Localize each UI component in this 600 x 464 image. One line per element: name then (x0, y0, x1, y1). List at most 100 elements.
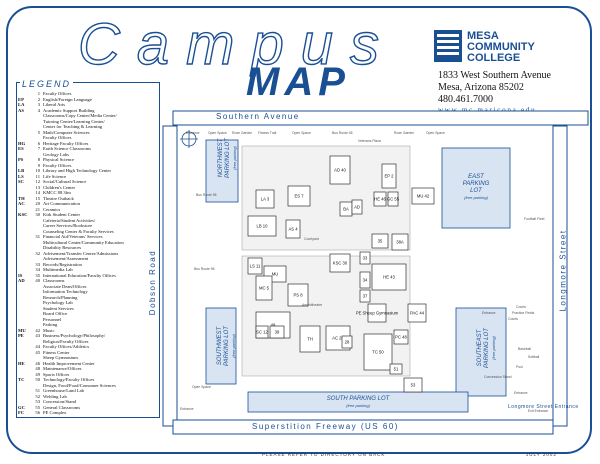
legend-number: 6 (37, 140, 40, 146)
building[interactable] (329, 155, 351, 185)
building[interactable] (367, 303, 387, 323)
building-label: 51 (394, 367, 399, 372)
legend-row: Research/Planning (18, 295, 160, 301)
building-label: HE 43 (383, 275, 395, 280)
map-label: Rose Garden (232, 131, 252, 135)
logo-mark-icon (434, 30, 462, 62)
legend-text: Greenhouse/Land Lab (43, 388, 84, 393)
building[interactable] (371, 263, 407, 291)
map-label: Open Space (426, 131, 445, 135)
legend-row: Board Office (18, 311, 160, 317)
building[interactable] (363, 333, 393, 371)
legend-text: Earth Science Classrooms (43, 146, 91, 151)
title-campus: Campus (77, 12, 396, 77)
east-parking-lot[interactable] (441, 147, 511, 229)
building[interactable] (387, 191, 399, 207)
building[interactable] (247, 257, 263, 275)
building[interactable] (351, 199, 363, 215)
footer-date: JULY 2002 (526, 452, 557, 457)
building[interactable] (255, 275, 273, 301)
parking-label-line: (free parking) (232, 145, 237, 169)
building[interactable] (359, 289, 371, 303)
building[interactable] (359, 271, 371, 289)
map-label: Veterans Plaza (358, 139, 381, 143)
building[interactable] (247, 215, 277, 237)
legend-row: Disability Resources (18, 245, 160, 251)
legend-text: Design, Food/Food/Consumer Sciences (43, 382, 116, 388)
legend-text: Associate Dean/Offices (43, 283, 87, 289)
parking-label-line: (free parking) (464, 195, 488, 200)
building[interactable] (407, 303, 427, 323)
building[interactable] (403, 377, 423, 393)
south-parking-lot[interactable] (247, 391, 469, 413)
building[interactable] (373, 191, 387, 207)
legend-text: Physical Science (43, 157, 74, 162)
building[interactable] (287, 283, 309, 307)
legend-code: LA (18, 102, 25, 107)
longmore-street-label: Longmore Street (558, 229, 568, 312)
parking-label-line: PARKING LOT (484, 327, 490, 368)
building[interactable] (389, 363, 403, 375)
building-label: AD (354, 205, 360, 210)
parking-label-line: SOUTHEAST (477, 328, 483, 366)
building-label: EP 2 (384, 174, 394, 179)
map-label: Open Space (192, 385, 211, 389)
building[interactable] (255, 189, 275, 209)
southern-avenue-road (172, 110, 589, 126)
building[interactable] (371, 233, 389, 249)
legend-text: Kirk Student Center (43, 212, 80, 217)
building-label: ES 7 (294, 194, 304, 199)
legend-code: EP (18, 96, 24, 102)
legend-number: 20 (35, 201, 40, 206)
map-label: Exit Entrance (528, 409, 548, 413)
legend-text: Technology/Faculty Offices (43, 377, 95, 382)
legend-code: TC (18, 377, 25, 382)
map-label: Entrance (186, 131, 200, 135)
building[interactable] (269, 325, 285, 339)
footer-note: PLEASE REFER TO DIRECTORY ON BACK (262, 452, 386, 457)
building[interactable] (285, 219, 301, 239)
building[interactable] (359, 251, 371, 265)
legend-number: 5 (37, 129, 40, 135)
building-label: SC 12 (256, 330, 268, 335)
building[interactable] (287, 185, 311, 207)
legend-number: 15 (35, 195, 40, 201)
legend-number: 34 (35, 267, 40, 272)
legend-code: PE (18, 333, 24, 338)
legend-code: AD (18, 278, 25, 283)
legend-text: Math/Computer Sciences (43, 129, 90, 135)
southwest-parking-lot[interactable] (205, 307, 237, 385)
legend-code: PS (18, 157, 24, 162)
building[interactable] (299, 325, 321, 353)
southern-avenue-label: Southern Avenue (216, 112, 300, 121)
legend-text: Life Science (43, 173, 67, 179)
legend-text: Faculty Offices (43, 162, 72, 168)
building-label: MU (272, 272, 279, 277)
building[interactable] (393, 329, 409, 345)
address-website[interactable]: w w w . m c . m a r i c o p a . e d u (438, 106, 535, 114)
building-label: 37 (363, 294, 368, 299)
southeast-parking-lot[interactable] (455, 307, 507, 397)
logo-line3: COLLEGE (467, 52, 520, 64)
building-label: HE 46 (374, 197, 386, 202)
building-label: AC 20 (332, 336, 344, 341)
building[interactable] (255, 325, 269, 339)
building[interactable] (381, 163, 397, 189)
legend-text: Classrooms/Copy Center/Media Center/ (43, 113, 117, 118)
building[interactable] (391, 233, 409, 251)
legend-number: 33 (35, 261, 40, 267)
building[interactable] (341, 335, 353, 349)
building[interactable] (411, 187, 435, 205)
compass-icon (180, 130, 198, 148)
building[interactable] (329, 253, 351, 273)
map-label: Softball (528, 355, 540, 359)
northwest-parking-lot[interactable] (205, 139, 239, 203)
